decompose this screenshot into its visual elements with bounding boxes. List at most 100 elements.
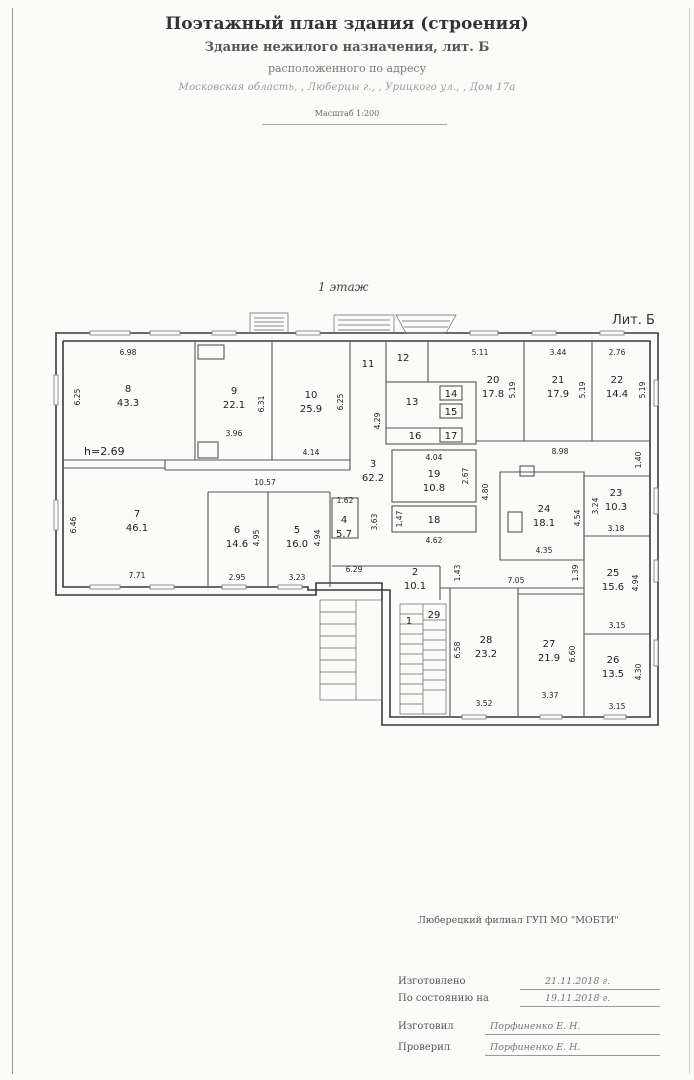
dimension-label: 3.15 — [609, 702, 626, 711]
room-number: 21 — [552, 375, 565, 386]
room-number: 7 — [134, 509, 140, 520]
room-number: 12 — [397, 353, 410, 364]
room-number: 25 — [607, 568, 620, 579]
room-area: 13.5 — [602, 669, 624, 680]
interior-walls — [63, 341, 650, 717]
dimension-label: 6.46 — [69, 516, 78, 533]
room-area: 5.7 — [336, 529, 352, 540]
document-subtitle: Здание нежилого назначения, лит. Б — [204, 40, 490, 55]
signoff-label: Проверил — [398, 1042, 451, 1053]
room-number: 5 — [294, 525, 300, 536]
room-area: 43.3 — [117, 398, 139, 409]
room-area: 21.9 — [538, 653, 560, 664]
room-area: 62.2 — [362, 473, 384, 484]
dimension-label: 3.18 — [608, 524, 625, 533]
room-area: 23.2 — [475, 649, 497, 660]
lit-label: Лит. Б — [612, 313, 655, 328]
room-number: 9 — [231, 386, 237, 397]
room-number: 13 — [406, 397, 419, 408]
dimension-label: 6.29 — [346, 565, 363, 574]
dimension-label: 4.04 — [426, 453, 443, 462]
dimension-label: 6.25 — [336, 393, 345, 410]
dimension-label: 3.63 — [370, 513, 379, 530]
signoff-value: 19.11.2018 г. — [545, 993, 611, 1004]
located-label: расположенного по адресу — [267, 62, 427, 75]
dimension-label: 5.19 — [638, 381, 647, 398]
room-number: 2 — [412, 567, 418, 578]
room-number: 27 — [543, 639, 556, 650]
room-number: 16 — [409, 431, 422, 442]
room-number: 1 — [406, 616, 412, 627]
room-number: 8 — [125, 384, 131, 395]
room-area: 17.8 — [482, 389, 504, 400]
room-area: 10.8 — [423, 483, 445, 494]
room-area: 14.6 — [226, 539, 248, 550]
room-number: 29 — [428, 610, 441, 621]
dimension-label: 3.24 — [591, 497, 600, 514]
room-number: 10 — [305, 390, 318, 401]
dimension-label: 1.62 — [337, 496, 354, 505]
room-area: 10.3 — [605, 502, 627, 513]
top-entrance-stairs — [249, 312, 457, 334]
dimension-label: 5.19 — [578, 381, 587, 398]
room-area: 25.9 — [300, 404, 322, 415]
dimension-label: 8.98 — [552, 447, 569, 456]
document-title: Поэтажный план здания (строения) — [165, 14, 529, 34]
dimension-label: 4.94 — [631, 574, 640, 591]
room-number: 18 — [428, 515, 441, 526]
dimension-label: 3.44 — [550, 348, 567, 357]
dimension-label: 6.58 — [453, 641, 462, 658]
dimension-label: 6.98 — [120, 348, 137, 357]
room-area: 22.1 — [223, 400, 245, 411]
dimension-label: 6.25 — [73, 388, 82, 405]
room-labels: 8 43.3 9 22.1 10 25.9 11 12 13 14 15 16 … — [84, 353, 628, 680]
dimension-label: 4.94 — [313, 529, 322, 546]
dimension-label: 7.71 — [129, 571, 146, 580]
sheet-frame — [12, 8, 690, 1074]
floor-label: 1 этаж — [318, 280, 369, 294]
dimension-label: 3.37 — [542, 691, 559, 700]
room-area: 10.1 — [404, 581, 426, 592]
dimension-label: 4.80 — [481, 483, 490, 500]
room-area: 16.0 — [286, 539, 308, 550]
room-number: 24 — [538, 504, 551, 515]
signoff-label: Изготовил — [398, 1021, 454, 1032]
dimension-label: 10.57 — [254, 478, 276, 487]
windows — [53, 330, 659, 720]
organization-name: Люберецкий филиал ГУП МО "МОБТИ" — [418, 915, 619, 926]
dimension-label: 1.43 — [453, 564, 462, 581]
signoff-label: Изготовлено — [398, 976, 466, 987]
signoff-value: Порфиненко Е. Н. — [490, 1021, 581, 1032]
signoff-label: По состоянию на — [398, 993, 489, 1004]
room-number: 14 — [445, 389, 458, 400]
dimension-label: 6.60 — [568, 645, 577, 662]
outer-walls — [55, 332, 659, 726]
dimension-label: 1.39 — [571, 564, 580, 581]
room-area: 14.4 — [606, 389, 628, 400]
dimension-label: 2.95 — [229, 573, 246, 582]
dimension-labels: 6.98 6.25 6.31 3.96 6.25 4.14 4.29 5.11 … — [69, 348, 647, 711]
room-area: 15.6 — [602, 582, 624, 593]
room-number: 19 — [428, 469, 441, 480]
room-number: 3 — [370, 459, 376, 470]
dimension-label: 1.40 — [634, 451, 643, 468]
dimension-label: 4.14 — [303, 448, 320, 457]
room-number: 22 — [611, 375, 624, 386]
dimension-label: 4.95 — [252, 529, 261, 546]
scale-label: Масштаб 1:200 — [314, 109, 380, 118]
dimension-label: 2.76 — [609, 348, 626, 357]
dimension-label: 4.54 — [573, 509, 582, 526]
room-number: 4 — [341, 515, 347, 526]
dimension-label: 1.47 — [395, 510, 404, 527]
dimension-label: 3.23 — [289, 573, 306, 582]
room-number: 20 — [487, 375, 500, 386]
room-number: 11 — [362, 359, 375, 370]
dimension-label: 4.62 — [426, 536, 443, 545]
dimension-label: 5.19 — [508, 381, 517, 398]
ceiling-height-label: h=2.69 — [84, 445, 125, 458]
dimension-label: 3.52 — [476, 699, 493, 708]
dimension-label: 4.30 — [634, 663, 643, 680]
dimension-label: 2.67 — [461, 467, 470, 484]
